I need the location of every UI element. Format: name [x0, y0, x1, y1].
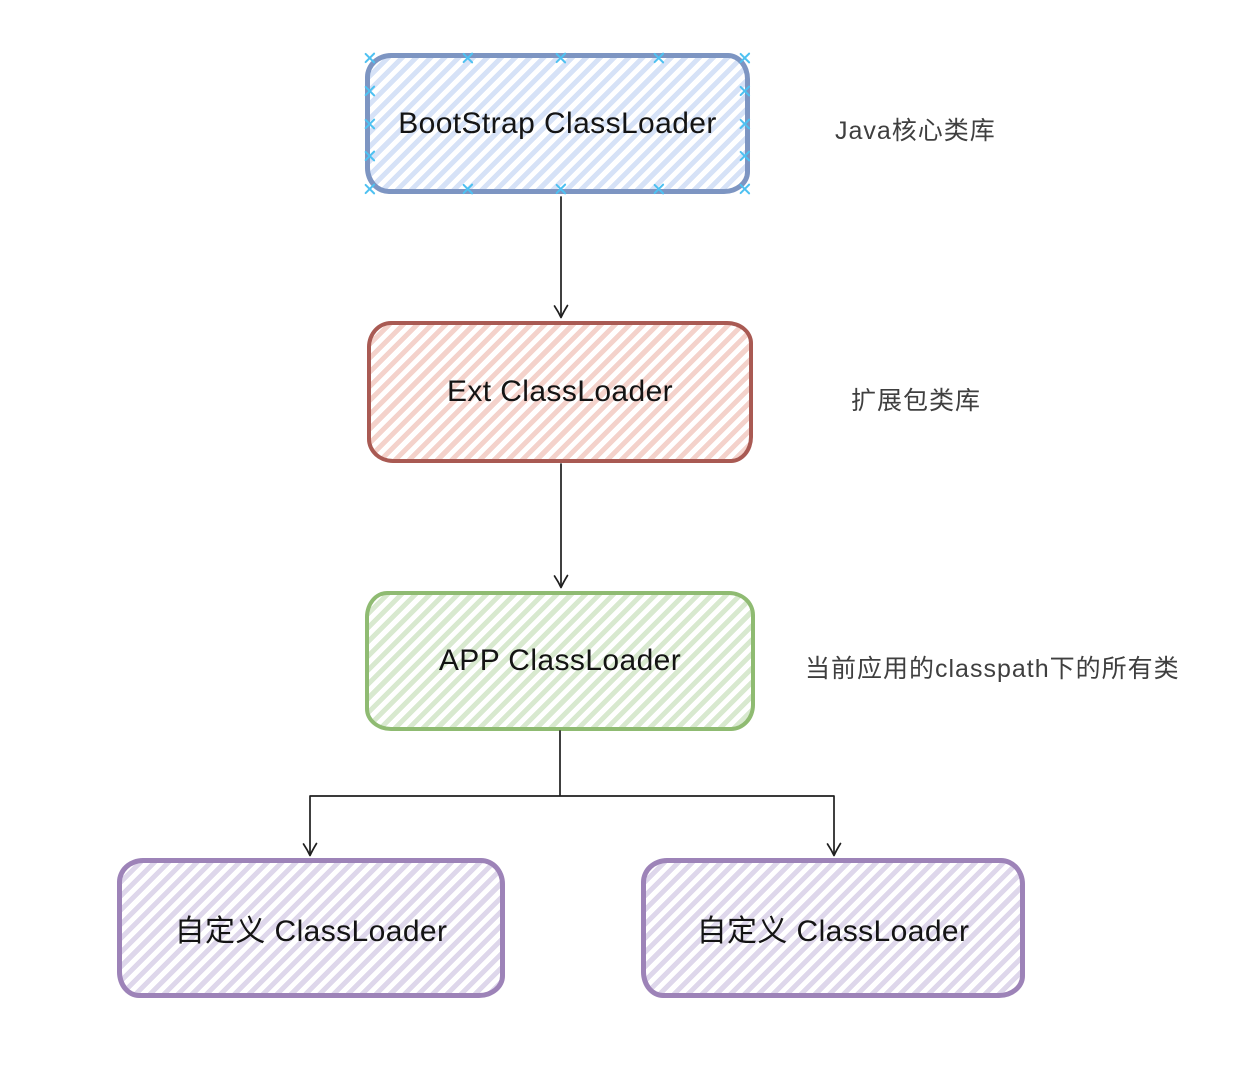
node-label: 自定义 ClassLoader: [174, 915, 448, 948]
node-custom-classloader-left[interactable]: 自定义 ClassLoader: [117, 850, 514, 998]
arrowhead-down-icon: [826, 842, 842, 857]
node-label: Ext ClassLoader: [446, 375, 674, 408]
selection-handle-icon[interactable]: [555, 183, 567, 195]
node-custom-classloader-right[interactable]: 自定义 ClassLoader: [641, 850, 1034, 998]
edge-app-branch-line: [309, 730, 835, 854]
node-label: 自定义 ClassLoader: [696, 915, 970, 948]
selection-handle-icon[interactable]: [462, 183, 474, 195]
node-label: APP ClassLoader: [438, 644, 682, 677]
annotation-java-core-lib: Java核心类库: [835, 117, 996, 145]
arrowhead-down-icon: [302, 842, 318, 857]
selection-handle-icon[interactable]: [653, 183, 665, 195]
selection-handle-icon[interactable]: [364, 183, 376, 195]
node-ext-classloader[interactable]: Ext ClassLoader: [367, 312, 763, 463]
selection-handle-icon[interactable]: [364, 52, 376, 64]
selection-handle-icon[interactable]: [364, 85, 376, 97]
annotation-classpath: 当前应用的classpath下的所有类: [805, 655, 1180, 683]
selection-handle-icon[interactable]: [462, 52, 474, 64]
node-bootstrap-classloader[interactable]: BootStrap ClassLoader: [364, 45, 759, 195]
selection-handle-icon[interactable]: [739, 183, 751, 195]
arrowhead-down-icon: [553, 304, 569, 319]
annotation-ext-lib: 扩展包类库: [851, 387, 982, 415]
selection-handle-icon[interactable]: [739, 150, 751, 162]
selection-handle-icon[interactable]: [364, 118, 376, 130]
arrowhead-down-icon: [553, 574, 569, 589]
node-app-classloader[interactable]: APP ClassLoader: [365, 582, 765, 731]
node-label: BootStrap ClassLoader: [398, 106, 717, 140]
selection-handle-icon[interactable]: [653, 52, 665, 64]
selection-handle-icon[interactable]: [555, 52, 567, 64]
selection-handle-icon[interactable]: [739, 118, 751, 130]
selection-handle-icon[interactable]: [739, 52, 751, 64]
selection-handle-icon[interactable]: [739, 85, 751, 97]
selection-handle-icon[interactable]: [364, 150, 376, 162]
